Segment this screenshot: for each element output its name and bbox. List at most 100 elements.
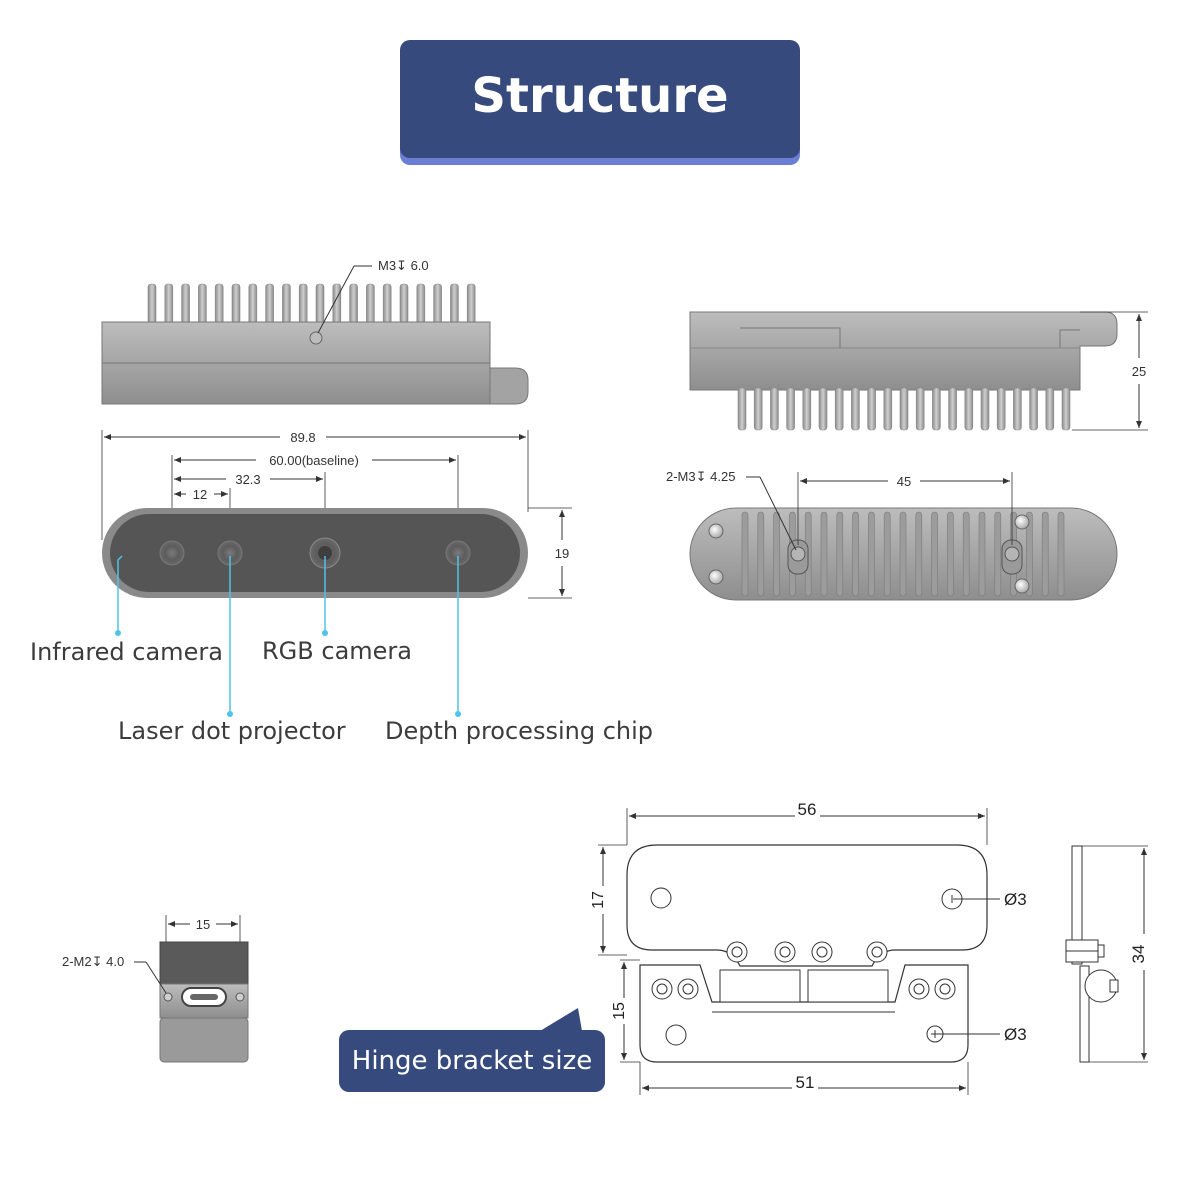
front-view: 89.8 60.00(baseline) 32.3 12 19	[101, 430, 572, 717]
back-plate-rib	[852, 511, 859, 597]
back-fin	[867, 387, 876, 431]
callout-line-infrared	[117, 555, 123, 632]
back-fin	[851, 387, 860, 431]
back-plate-rib	[883, 511, 891, 597]
page-title: Structure	[471, 68, 729, 124]
back-fin	[786, 387, 795, 431]
back-mount-hole-1	[790, 546, 806, 562]
bracket-screw-head	[913, 983, 925, 995]
callout-rgb-camera: RGB camera	[262, 637, 412, 665]
callout-dot-infrared	[115, 630, 121, 636]
bracket-upper-hole-left	[650, 887, 672, 909]
back-plate-rib	[836, 511, 844, 597]
top-fins	[147, 283, 476, 325]
top-hole-leader	[317, 265, 355, 334]
top-view: M3↧ 6.0	[101, 258, 529, 405]
dim-laser-label: 12	[193, 487, 207, 502]
side-hole-1	[163, 992, 173, 1002]
back-fin	[770, 387, 779, 431]
back-plate-rib	[868, 511, 875, 597]
back-fin	[753, 387, 763, 431]
dim-56-label: 56	[798, 800, 817, 819]
side-body-bottom	[159, 1017, 249, 1063]
bracket-lower-plate	[639, 964, 969, 1063]
back-fin	[996, 387, 1006, 431]
back-plate-rib	[947, 511, 954, 597]
bracket-screw-head	[871, 946, 883, 958]
top-fin	[450, 283, 459, 325]
back-fin	[1045, 387, 1055, 431]
back-fin	[737, 387, 747, 431]
top-fin	[416, 283, 426, 325]
bracket-screw-head	[656, 983, 668, 995]
top-fin	[164, 283, 174, 325]
bracket-upper-plate	[626, 844, 988, 967]
back-plate-rib	[1057, 511, 1065, 597]
dim-34-label: 34	[1129, 945, 1148, 964]
back-fin	[932, 387, 941, 431]
top-fin	[382, 283, 392, 325]
back-plate-view: 45 2-M3↧ 4.25	[666, 469, 1118, 601]
callout-dot-rgb	[322, 630, 328, 636]
hinge-bracket-side-view: 34	[1065, 845, 1148, 1063]
bracket-lower-hole-left	[665, 1024, 687, 1046]
dim-15-label: 15	[196, 917, 210, 932]
back-hole-label: 2-M3↧ 4.25	[666, 469, 735, 484]
top-hole-label: M3↧ 6.0	[378, 258, 429, 273]
back-plate-rib	[820, 511, 828, 597]
back-plate-rib	[962, 511, 970, 597]
callout-dot-chip	[455, 711, 461, 717]
top-fin	[433, 283, 442, 325]
back-fin	[1013, 387, 1022, 431]
bracket-slot-right	[807, 969, 889, 1003]
bracket-screw-head	[816, 946, 828, 958]
dim-25-label: 25	[1132, 364, 1146, 379]
back-mount-hole-2	[1004, 546, 1020, 562]
back-screw-4	[1014, 578, 1030, 594]
top-fin	[366, 283, 375, 325]
side-hole-2	[235, 992, 245, 1002]
top-fin	[466, 283, 476, 325]
dim-b15-label: 15	[611, 1002, 628, 1020]
back-plate-rib	[978, 511, 986, 597]
back-body	[689, 311, 1118, 391]
callout-dot-laser	[227, 711, 233, 717]
hinge-bracket-view: 56 17 15 51 Ø3	[590, 800, 1027, 1095]
bracket-screw-head	[731, 946, 743, 958]
side-hole-leader	[145, 961, 167, 994]
top-fin	[349, 283, 358, 325]
callout-laser-projector: Laser dot projector	[118, 717, 346, 745]
bracket-screw-head	[939, 983, 951, 995]
dim-45-label: 45	[897, 474, 911, 489]
back-fin	[883, 387, 893, 431]
back-plate-rib	[773, 511, 780, 597]
bracket-side-lower	[1079, 965, 1090, 1063]
dim-17-label: 17	[590, 891, 607, 909]
back-fin	[802, 387, 812, 431]
callout-infrared-camera: Infrared camera	[30, 638, 223, 666]
rgb-lens-inner	[318, 546, 332, 560]
back-fin	[1061, 387, 1071, 431]
back-plate-rib	[1041, 511, 1049, 597]
side-face-top	[159, 941, 249, 985]
dim-51-label: 51	[796, 1073, 815, 1092]
back-plate-rib	[915, 511, 923, 597]
bracket-side-nut-upper	[1097, 944, 1105, 958]
back-fin	[899, 387, 909, 431]
top-fin	[231, 283, 241, 325]
side-hole-label: 2-M2↧ 4.0	[62, 954, 124, 969]
top-hole	[309, 331, 323, 345]
side-view: 15 2-M2↧ 4.0	[62, 915, 249, 1063]
back-side-view: 25	[689, 311, 1148, 431]
hole-dia-2-label: Ø3	[1004, 1025, 1027, 1044]
bracket-screw-head	[682, 983, 694, 995]
back-plate-rib	[741, 511, 749, 597]
dim-baseline-label: 60.00(baseline)	[269, 453, 359, 468]
back-screw-3	[1014, 514, 1030, 530]
top-fin	[198, 283, 207, 325]
top-fin	[181, 283, 190, 325]
top-fin	[214, 283, 224, 325]
back-hole-leader	[759, 476, 797, 551]
callout-depth-chip: Depth processing chip	[385, 717, 654, 745]
back-plate-rib	[994, 511, 1002, 597]
